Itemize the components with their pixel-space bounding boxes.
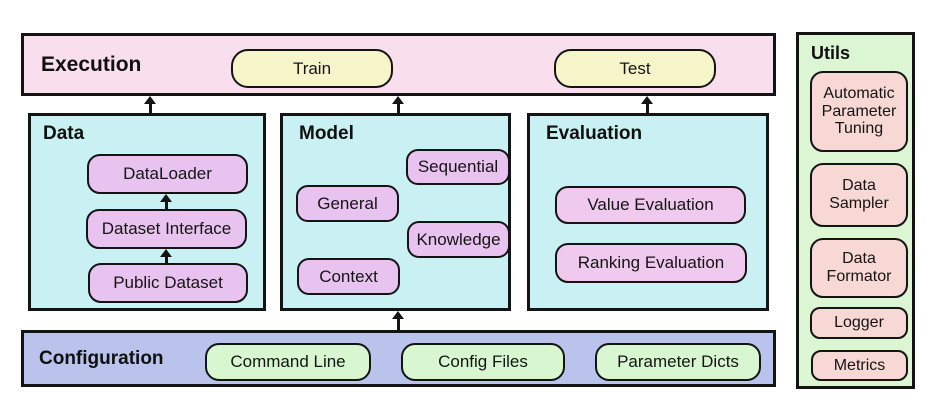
node-ranking-evaluation: Ranking Evaluation [555,243,747,283]
node-metrics: Metrics [811,350,908,381]
data-title: Data [43,123,85,144]
node-dataset-interface: Dataset Interface [86,209,247,249]
arrow-data-to-execution [143,96,157,113]
model-title: Model [299,123,354,144]
node-knowledge: Knowledge [407,221,510,258]
arrow-dataset-interface-to-dataloader [159,194,173,209]
model-box: Model Sequential General Knowledge Conte… [280,113,511,311]
evaluation-title: Evaluation [546,123,643,144]
node-value-evaluation: Value Evaluation [555,186,746,224]
node-dataloader: DataLoader [87,154,248,194]
utils-box: Utils Automatic Parameter Tuning Data Sa… [796,32,915,389]
arrow-model-to-execution [391,96,405,113]
arrow-public-dataset-to-dataset-interface [159,249,173,263]
node-sequential: Sequential [406,149,510,185]
node-test: Test [554,49,716,88]
node-data-sampler: Data Sampler [810,163,908,227]
node-automatic-parameter-tuning: Automatic Parameter Tuning [810,71,908,152]
data-box: Data DataLoader Dataset Interface Public… [28,113,266,311]
node-train: Train [231,49,393,88]
node-config-files: Config Files [401,343,565,381]
node-parameter-dicts: Parameter Dicts [595,343,761,381]
node-data-formator: Data Formator [810,238,908,298]
configuration-title: Configuration [39,347,164,369]
arrow-configuration-to-model [391,311,405,330]
node-general: General [296,185,399,222]
node-context: Context [297,258,400,295]
node-public-dataset: Public Dataset [88,263,248,303]
node-command-line: Command Line [205,343,371,381]
configuration-box: Configuration Command Line Config Files … [21,330,776,387]
execution-title: Execution [41,52,142,76]
evaluation-box: Evaluation Value Evaluation Ranking Eval… [527,113,769,311]
node-logger: Logger [810,307,908,339]
arrow-evaluation-to-execution [640,96,654,113]
execution-box: Execution Train Test [21,33,776,96]
utils-title: Utils [811,43,851,63]
